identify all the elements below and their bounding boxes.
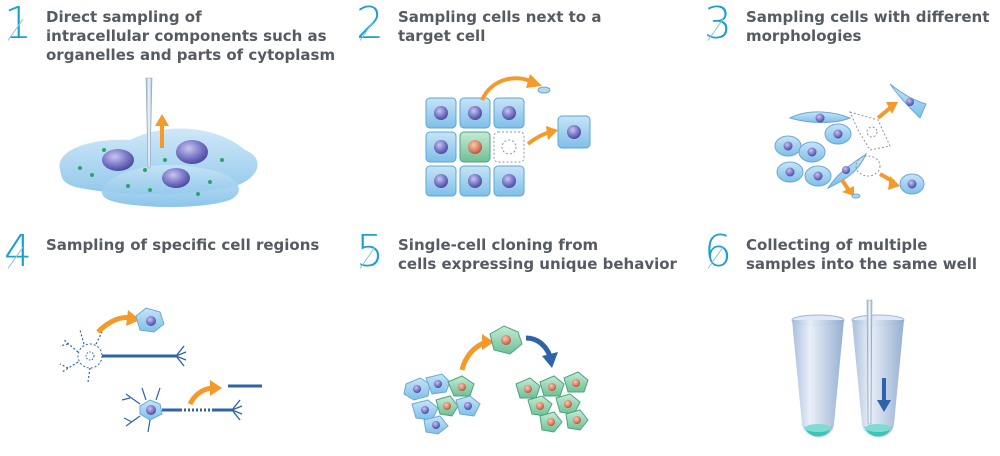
nucleus [146,316,156,326]
neuron-top [59,329,187,383]
nucleus [176,140,208,164]
organelles [78,148,224,196]
clonal-population [515,371,589,433]
neuron-bottom [121,387,243,433]
curved-arrow-icon [480,76,533,101]
step-caption: Sampling of specific cell regions [46,236,320,254]
arrow-icon [876,106,892,120]
arrowhead-icon [526,74,542,88]
micropipette [866,299,873,425]
tube-right [851,314,905,438]
panel-1: 1 Direct sampling of intracellular compo… [0,0,335,228]
nucleus [162,168,190,188]
nucleus [815,113,825,123]
curved-arrow-icon [525,335,553,358]
step-caption: Direct sampling of intracellular compone… [46,8,336,64]
micropipette [145,77,153,169]
nucleus [842,166,850,174]
tube-left [791,314,845,438]
mixed-population [403,373,481,435]
panel-2: 2 Sampling cells next to a target cell [352,0,682,228]
organelle-sampling-illustration [59,77,258,207]
arrowhead-icon [842,186,854,196]
curved-arrow-icon [526,130,551,146]
arrowhead-icon [542,352,558,368]
arrowhead-icon [546,126,558,140]
empty-spot [855,155,881,177]
step-caption: Collecting of multiple samples into the … [746,236,978,273]
arrowhead-icon [886,102,898,114]
step-caption: Single-cell cloning from cells expressin… [398,236,677,273]
panel-5: 5 Single-cell cloning from cells express… [352,228,682,456]
adjacent-cell-sampling-illustration [425,74,591,197]
round-cells [774,123,852,187]
arrowhead-icon [210,380,222,396]
nucleus [907,179,917,189]
empty-spot [849,111,891,151]
arrowhead-icon [877,400,891,412]
multi-sample-well-illustration [791,299,905,438]
nucleus [501,335,511,345]
step-caption: Sampling cells with different morphologi… [746,8,990,45]
arrowhead-icon [482,334,494,350]
nucleus [567,125,581,139]
panel-4: 4 Sampling of specific cell regions [0,228,330,456]
arrowhead-icon [126,310,140,326]
empty-nucleus [866,126,878,138]
arrowhead-icon [155,114,169,126]
panel-6: 6 Collecting of multiple samples into th… [700,228,1000,456]
cell-region-sampling-illustration [59,307,262,433]
step-caption: Sampling cells next to a target cell [398,8,602,45]
fragment [537,86,551,94]
single-cell-cloning-illustration [403,325,589,435]
arrowhead-icon [888,176,900,190]
morphology-sampling-illustration [774,83,927,199]
nucleus [102,149,134,171]
nuclei [434,106,517,188]
fragment [851,193,861,199]
panel-3: 3 Sampling cells with different morpholo… [700,0,1000,228]
nucleus [906,98,914,106]
